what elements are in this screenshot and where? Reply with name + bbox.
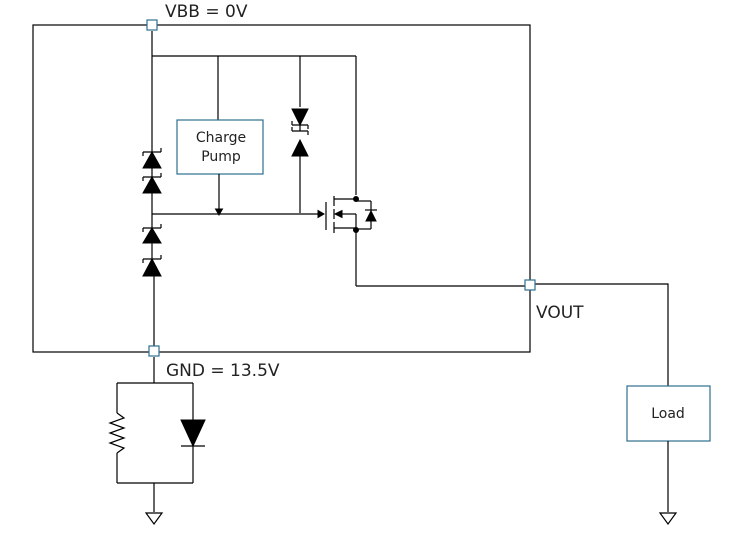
vbb-rail bbox=[151, 31, 357, 195]
gnd-label: GND = 13.5V bbox=[166, 361, 280, 381]
vbb-label: VBB = 0V bbox=[165, 2, 248, 22]
body-diode bbox=[356, 200, 377, 230]
gate-wire-arrow-icon bbox=[317, 209, 325, 219]
gate-clamp-zener-pair bbox=[291, 108, 309, 213]
resistor-icon bbox=[108, 412, 126, 454]
clamp-diode-icon bbox=[180, 419, 206, 448]
external-gnd-network bbox=[108, 357, 206, 512]
gnd-terminal bbox=[148, 345, 160, 357]
vbb-terminal bbox=[146, 19, 158, 31]
load-block: Load bbox=[626, 385, 711, 442]
power-mosfet bbox=[325, 196, 359, 286]
charge-pump-label-line2: Pump bbox=[201, 149, 241, 165]
load-label: Load bbox=[651, 406, 685, 422]
zener-stack bbox=[142, 148, 162, 346]
vout-label: VOUT bbox=[536, 303, 584, 323]
ic-outline bbox=[32, 24, 531, 353]
charge-pump-label-line1: Charge bbox=[196, 130, 246, 146]
vout-terminal bbox=[524, 279, 536, 291]
charge-pump-arrow-icon bbox=[214, 208, 224, 216]
gnd-ground-icon bbox=[144, 512, 164, 526]
charge-pump-block: Charge Pump bbox=[176, 119, 264, 175]
load-ground-icon bbox=[658, 512, 678, 526]
vout-to-load-wire bbox=[530, 283, 669, 386]
